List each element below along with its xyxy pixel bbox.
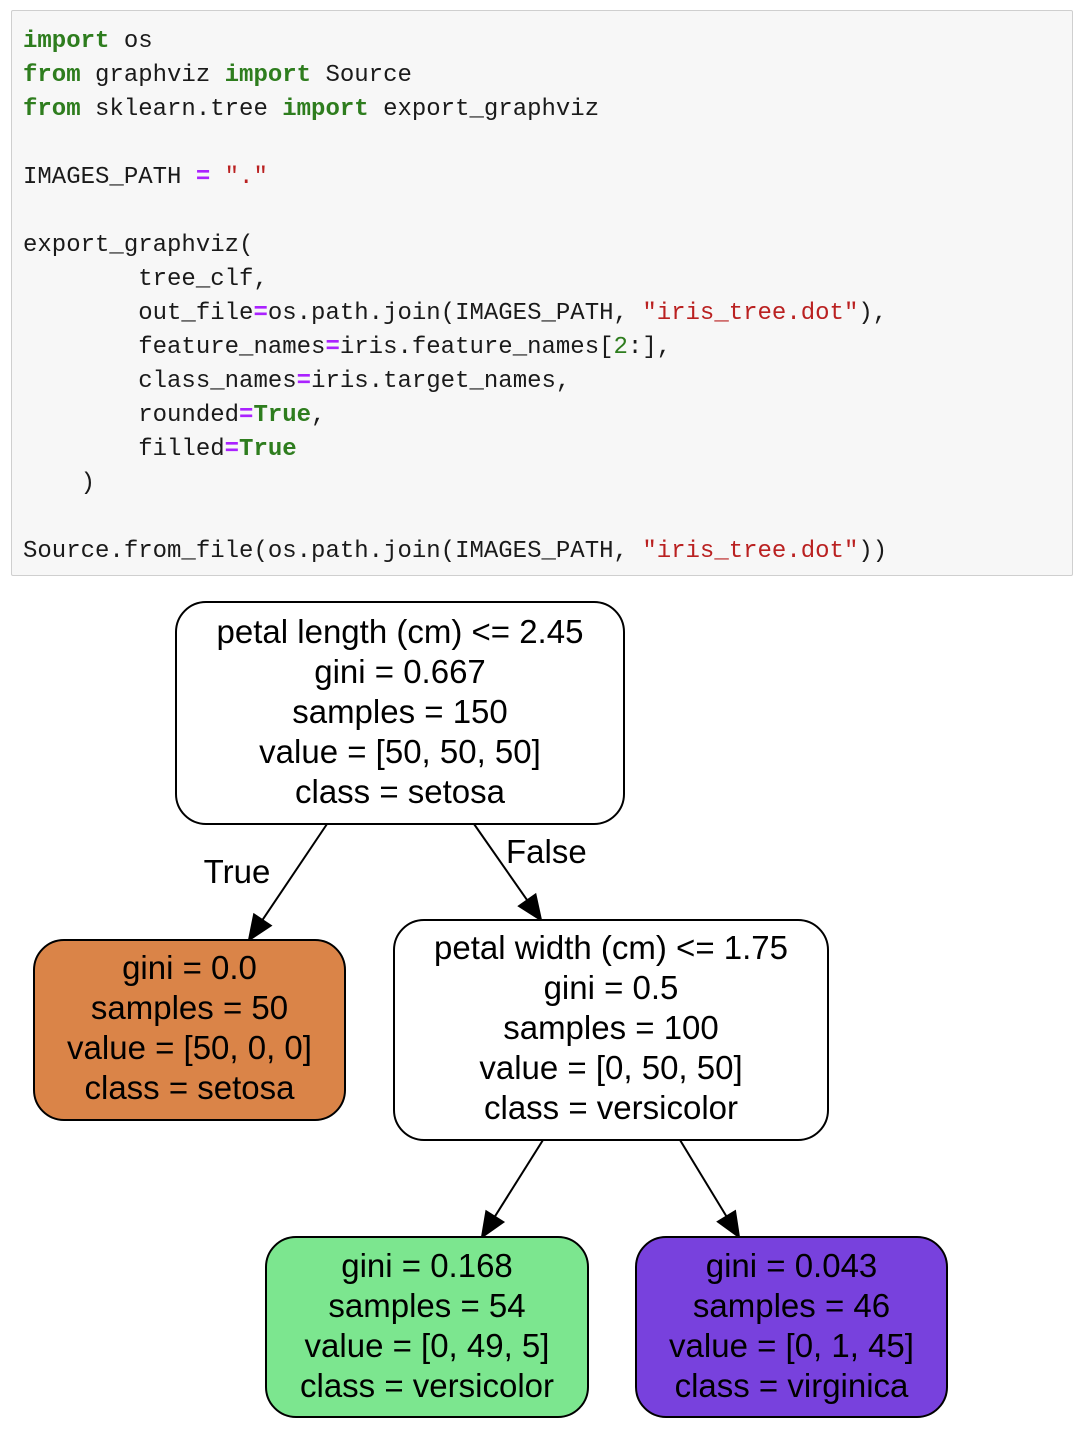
code-line: from graphviz import Source	[23, 59, 887, 93]
code-token-plain: IMAGES_PATH	[23, 164, 196, 191]
code-token-plain: Source	[311, 62, 412, 89]
code-token-plain: out_file	[23, 300, 254, 327]
code-token-op: =	[195, 164, 211, 191]
code-line: feature_names=iris.feature_names[2:],	[23, 331, 887, 365]
node-text-line: samples = 150	[292, 693, 508, 730]
code-token-plain: export_graphviz(	[23, 232, 254, 259]
code-token-str: "iris_tree.dot"	[642, 538, 859, 565]
node-text-line: samples = 100	[503, 1009, 719, 1046]
node-box	[635, 1236, 948, 1418]
code-token-str: "iris_tree.dot"	[642, 300, 859, 327]
code-token-op: =	[325, 334, 340, 361]
code-line: export_graphviz(	[23, 229, 887, 263]
code-token-plain: tree_clf,	[23, 266, 268, 293]
code-token-kw: import	[282, 96, 369, 123]
edge-arrowhead	[716, 1209, 741, 1240]
node-text-line: gini = 0.0	[122, 949, 257, 986]
code-token-kw: from	[23, 96, 81, 123]
edge-label-true: True	[204, 853, 271, 890]
node-text-line: class = versicolor	[484, 1089, 738, 1126]
code-token-plain: feature_names	[23, 334, 326, 361]
code-token-plain: graphviz	[80, 62, 225, 89]
code-token-plain: export_graphviz	[368, 96, 600, 123]
code-token-plain: )	[23, 470, 96, 497]
node-box	[265, 1236, 589, 1418]
node-text-line: class = virginica	[675, 1367, 909, 1404]
code-token-plain: iris.target_names,	[311, 368, 571, 395]
node-text-line: gini = 0.043	[706, 1247, 878, 1284]
code-token-plain: class_names	[23, 368, 297, 395]
code-token-kw: import	[23, 28, 110, 55]
node-text-line: gini = 0.168	[341, 1247, 513, 1284]
code-token-const: True	[239, 436, 297, 463]
node-box	[33, 939, 346, 1121]
code-line: class_names=iris.target_names,	[23, 365, 887, 399]
code-line: import os	[23, 25, 887, 59]
edge-arrowhead	[517, 892, 543, 923]
code-line: rounded=True,	[23, 399, 887, 433]
edge-arrowhead	[247, 912, 273, 943]
node-text-line: value = [50, 50, 50]	[259, 733, 541, 770]
code-token-plain: os.path.join(IMAGES_PATH,	[267, 300, 643, 327]
node-box	[175, 601, 625, 825]
code-token-plain: iris.feature_names[	[339, 334, 614, 361]
code-line: )	[23, 467, 887, 501]
node-text-line: samples = 54	[328, 1287, 525, 1324]
edge-split-petal-width-to-versicolor-leaf	[493, 1139, 544, 1218]
node-text-line: petal length (cm) <= 2.45	[217, 613, 584, 650]
node-text-line: gini = 0.5	[544, 969, 679, 1006]
code-token-const: True	[253, 402, 312, 429]
code-token-num: 2	[613, 334, 628, 361]
code-token-plain: Source.from_file(os.path.join(IMAGES_PAT…	[23, 538, 643, 565]
edge-arrowhead	[480, 1209, 506, 1240]
node-text-line: value = [0, 49, 5]	[305, 1327, 550, 1364]
node-text-line: samples = 46	[693, 1287, 890, 1324]
code-token-kw: import	[224, 62, 312, 89]
code-token-plain: sklearn.tree	[80, 96, 283, 123]
edge-split-petal-width-to-virginica-leaf	[679, 1139, 728, 1218]
code-token-plain: os	[109, 28, 153, 55]
node-text-line: value = [50, 0, 0]	[67, 1029, 312, 1066]
node-text-line: samples = 50	[91, 989, 288, 1026]
edge-label-false: False	[506, 833, 587, 870]
code-line: Source.from_file(os.path.join(IMAGES_PAT…	[23, 535, 887, 569]
node-text-line: class = setosa	[295, 773, 506, 810]
code-line: filled=True	[23, 433, 887, 467]
node-text-line: value = [0, 1, 45]	[669, 1327, 914, 1364]
code-token-plain: :],	[627, 334, 672, 361]
node-text-line: value = [0, 50, 50]	[479, 1049, 742, 1086]
code-token-plain: ))	[858, 538, 888, 565]
node-text-line: class = setosa	[84, 1069, 295, 1106]
code-token-op: =	[296, 368, 312, 395]
node-text-line: petal width (cm) <= 1.75	[434, 929, 788, 966]
code-token-op: =	[239, 402, 254, 429]
code-line: tree_clf,	[23, 263, 887, 297]
code-token-plain: ),	[858, 300, 888, 327]
edge-root-to-split-petal-width	[473, 823, 529, 901]
code-token-plain: filled	[23, 436, 225, 463]
code-token-str: "."	[224, 164, 268, 191]
node-text-line: class = versicolor	[300, 1367, 554, 1404]
code-token-op: =	[253, 300, 268, 327]
code-line: IMAGES_PATH = "."	[23, 161, 887, 195]
code-token-kw: from	[23, 62, 81, 89]
code-line: from sklearn.tree import export_graphviz	[23, 93, 887, 127]
node-box	[393, 919, 829, 1141]
code-token-plain: ,	[311, 402, 326, 429]
code-line: out_file=os.path.join(IMAGES_PATH, "iris…	[23, 297, 887, 331]
code-token-plain: rounded	[23, 402, 240, 429]
code-token-op: =	[224, 436, 240, 463]
edge-root-to-setosa-leaf	[261, 823, 328, 921]
node-text-line: gini = 0.667	[314, 653, 486, 690]
